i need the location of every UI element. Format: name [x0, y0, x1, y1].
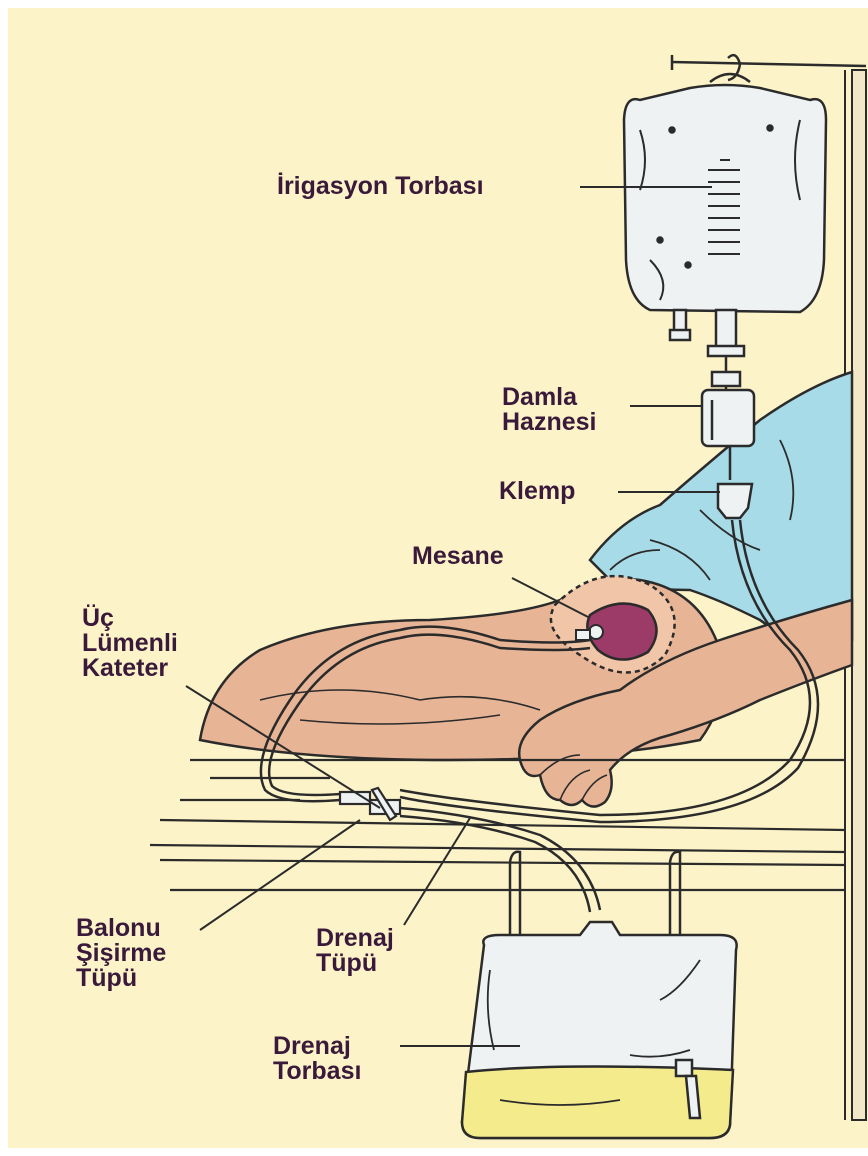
label-clamp: Klemp — [499, 479, 575, 504]
label-irrigation-bag: İrigasyon Torbası — [277, 174, 484, 199]
label-bladder: Mesane — [412, 544, 504, 569]
drain-bag — [462, 922, 737, 1138]
label-catheter-line2: Lümenli — [82, 631, 178, 656]
label-drain-tube: Drenaj Tüpü — [316, 926, 394, 976]
label-catheter-line3: Kateter — [82, 656, 178, 681]
label-catheter-line1: Üç — [82, 606, 178, 631]
label-drain-bag: Drenaj Torbası — [273, 1034, 361, 1084]
label-drain-bag-line1: Drenaj — [273, 1034, 361, 1059]
label-drain-tube-line2: Tüpü — [316, 951, 394, 976]
label-catheter: Üç Lümenli Kateter — [82, 606, 178, 681]
label-drip-chamber-line1: Damla — [502, 385, 596, 410]
label-balloon-tube-line1: Balonu — [76, 916, 166, 941]
label-drip-chamber-line2: Haznesi — [502, 410, 596, 435]
label-balloon-tube: Balonu Şişirme Tüpü — [76, 916, 166, 991]
label-drip-chamber: Damla Haznesi — [502, 385, 596, 435]
label-balloon-tube-line3: Tüpü — [76, 966, 166, 991]
label-drain-bag-line2: Torbası — [273, 1059, 361, 1084]
label-drain-tube-line1: Drenaj — [316, 926, 394, 951]
label-balloon-tube-line2: Şişirme — [76, 941, 166, 966]
